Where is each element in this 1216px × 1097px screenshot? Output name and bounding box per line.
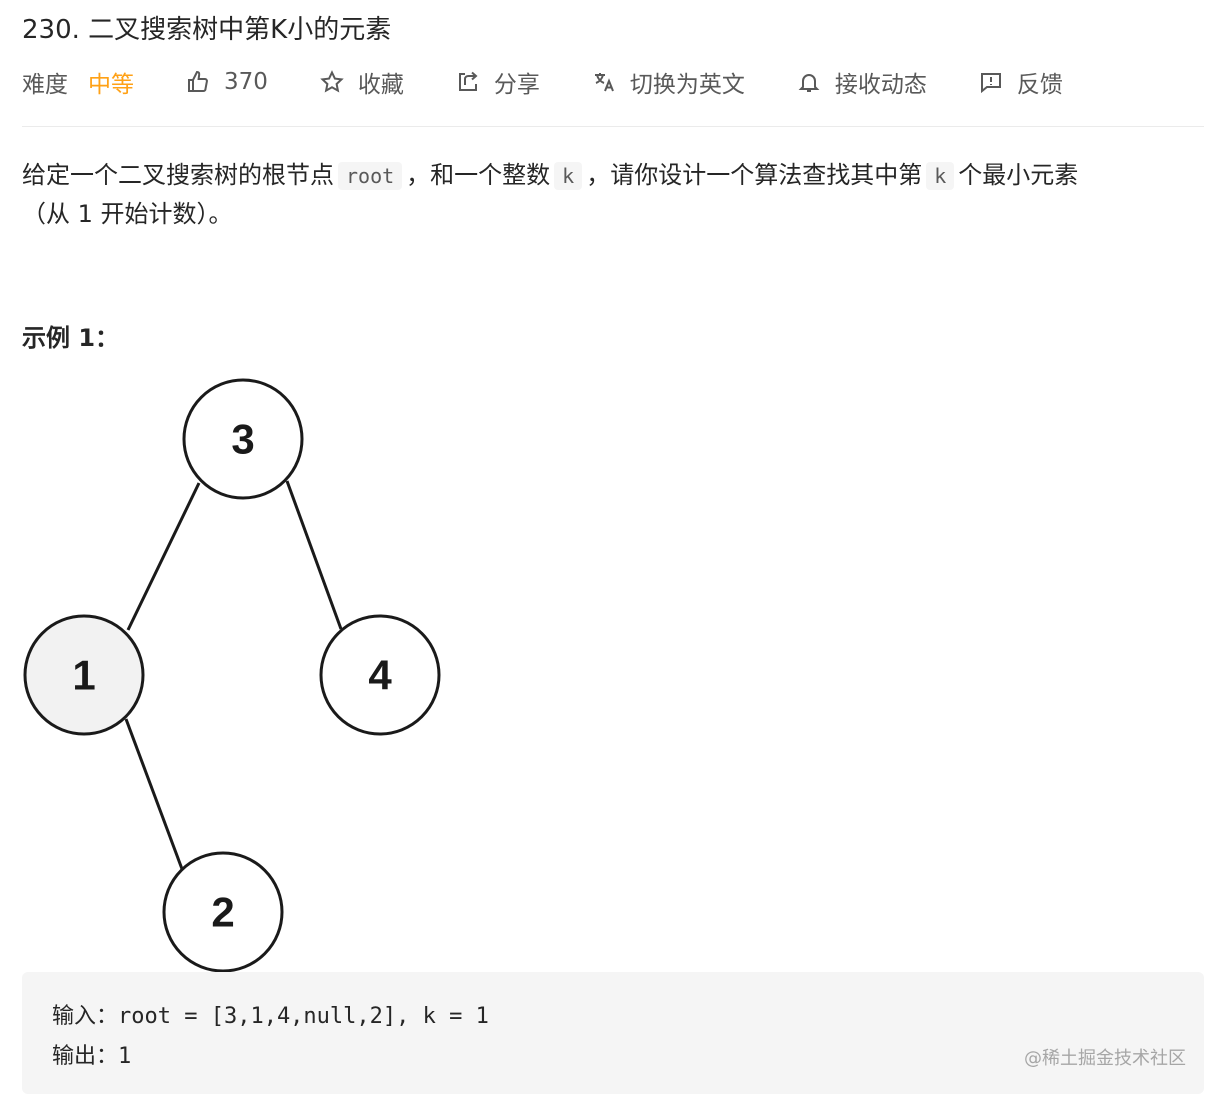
desc-text-1: 给定一个二叉搜索树的根节点 bbox=[22, 161, 334, 189]
star-icon bbox=[320, 70, 344, 93]
share-button[interactable]: 分享 bbox=[456, 65, 540, 99]
share-icon bbox=[458, 71, 478, 91]
favorite-label: 收藏 bbox=[357, 72, 404, 98]
difficulty-label: 难度 bbox=[22, 72, 68, 98]
feedback-icon bbox=[980, 73, 1001, 94]
tree-node-label: 2 bbox=[211, 889, 234, 936]
translate-button[interactable]: 切换为英文 bbox=[592, 65, 745, 99]
code-root: root bbox=[338, 162, 403, 190]
example-input: 输入：root = [3,1,4,null,2], k = 1 bbox=[52, 1004, 489, 1029]
translate-label: 切换为英文 bbox=[629, 72, 745, 98]
tree-edge bbox=[126, 482, 201, 631]
desc-text-2: ，和一个整数 bbox=[406, 161, 551, 189]
like-count: 370 bbox=[224, 69, 268, 95]
feedback-label: 反馈 bbox=[1016, 72, 1063, 98]
tree-node-label: 4 bbox=[368, 652, 392, 699]
favorite-button[interactable]: 收藏 bbox=[320, 65, 404, 99]
desc-text-4: 个最小元素 bbox=[958, 161, 1079, 189]
header-divider bbox=[22, 126, 1204, 127]
desc-text-3: ，请你设计一个算法查找其中第 bbox=[586, 161, 923, 189]
desc-text-5: （从 1 开始计数）。 bbox=[22, 200, 233, 228]
tree-edge bbox=[285, 480, 343, 630]
problem-title: 230. 二叉搜索树中第K小的元素 bbox=[22, 15, 392, 45]
tree-node-root: 3 bbox=[182, 378, 304, 500]
tree-edge bbox=[124, 718, 184, 870]
notify-button[interactable]: 接收动态 bbox=[797, 65, 927, 99]
thumbs-up-icon bbox=[188, 70, 208, 93]
difficulty-badge: 中等 bbox=[88, 72, 134, 98]
tree-node-right: 4 bbox=[319, 614, 441, 736]
example-title: 示例 1： bbox=[22, 324, 120, 352]
share-label: 分享 bbox=[493, 72, 540, 98]
like-button[interactable]: 370 bbox=[186, 69, 268, 95]
notify-label: 接收动态 bbox=[834, 72, 927, 98]
translate-icon bbox=[594, 73, 614, 92]
code-k: k bbox=[554, 162, 583, 190]
example-io-box: 输入：root = [3,1,4,null,2], k = 1 输出：1 @稀土… bbox=[22, 972, 1204, 1094]
feedback-button[interactable]: 反馈 bbox=[979, 65, 1063, 99]
problem-meta-bar: 难度 中等 370 收藏 分享 切换为英文 bbox=[22, 64, 1063, 100]
tree-node-label: 3 bbox=[231, 416, 254, 463]
watermark: @稀土掘金技术社区 bbox=[1024, 1048, 1186, 1069]
tree-node-left: 1 bbox=[23, 614, 145, 736]
code-k: k bbox=[926, 162, 955, 190]
tree-node-label: 1 bbox=[72, 652, 95, 699]
tree-node-left-right: 2 bbox=[162, 851, 284, 973]
bell-icon bbox=[798, 74, 820, 92]
example-output: 输出：1 bbox=[52, 1044, 132, 1069]
binary-tree-diagram: 3 1 4 2 bbox=[23, 378, 441, 973]
